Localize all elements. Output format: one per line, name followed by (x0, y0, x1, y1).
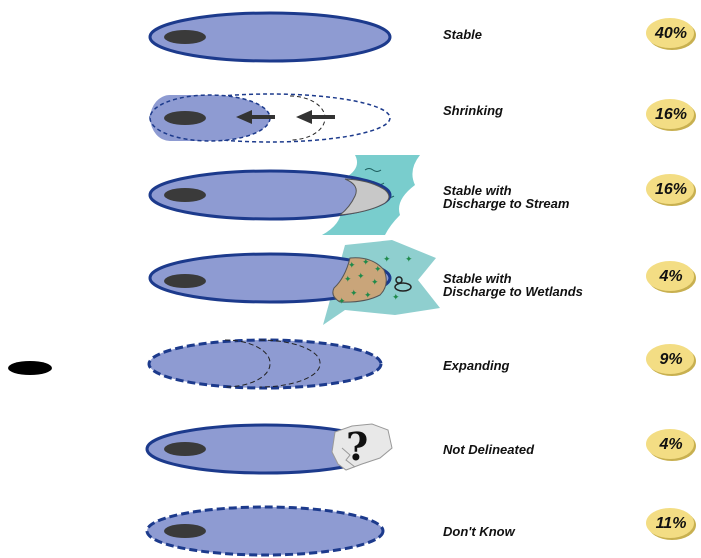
svg-text:✦: ✦ (374, 265, 382, 275)
source-icon (164, 442, 206, 456)
row-expanding-illustration (149, 340, 381, 388)
source-icon (164, 274, 206, 288)
row-stable-illustration (150, 13, 390, 61)
label-line: Discharge to Stream (443, 197, 633, 210)
percent-value: 11% (645, 506, 697, 542)
question-mark-icon: ? (346, 424, 368, 469)
row-not-delineated-illustration: ? (147, 424, 392, 473)
label-stable-stream: Stable with Discharge to Stream (443, 184, 633, 210)
svg-text:✦: ✦ (362, 258, 370, 268)
percent-value: 16% (645, 97, 697, 133)
plume-icon (149, 340, 381, 388)
svg-text:✦: ✦ (371, 278, 379, 288)
source-icon (164, 524, 206, 538)
svg-text:✦: ✦ (392, 293, 400, 303)
percent-badge: 16% (645, 97, 697, 133)
percent-value: 4% (645, 259, 697, 295)
row-dont-know-illustration (147, 507, 383, 555)
label-line: Discharge to Wetlands (443, 285, 633, 298)
percent-badge: 40% (645, 16, 697, 52)
svg-text:✦: ✦ (350, 289, 358, 299)
label-shrinking: Shrinking (443, 104, 633, 117)
percent-badge: 16% (645, 172, 697, 208)
percent-badge: 4% (645, 259, 697, 295)
label-expanding: Expanding (443, 359, 633, 372)
svg-text:✦: ✦ (348, 261, 356, 271)
svg-text:✦: ✦ (405, 255, 413, 265)
row-wetlands-illustration: ✦✦✦ ✦✦✦ ✦✦✦ ✦✦✦ (150, 240, 440, 325)
svg-text:✦: ✦ (357, 272, 365, 282)
svg-text:✦: ✦ (383, 255, 391, 265)
row-shrinking-illustration (150, 94, 390, 142)
percent-value: 9% (645, 342, 697, 378)
percent-badge: 4% (645, 427, 697, 463)
label-dont-know: Don't Know (443, 525, 633, 538)
label-not-delineated: Not Delineated (443, 443, 633, 456)
percent-badge: 11% (645, 506, 697, 542)
source-icon (164, 188, 206, 202)
label-stable: Stable (443, 28, 633, 41)
stray-mark (8, 361, 52, 375)
percent-value: 40% (645, 16, 697, 52)
row-stream-illustration (150, 155, 420, 235)
source-icon (164, 111, 206, 125)
percent-value: 4% (645, 427, 697, 463)
percent-badge: 9% (645, 342, 697, 378)
svg-text:✦: ✦ (344, 275, 352, 285)
svg-text:✦: ✦ (338, 297, 346, 307)
percent-value: 16% (645, 172, 697, 208)
svg-text:✦: ✦ (364, 291, 372, 301)
source-icon (164, 30, 206, 44)
label-stable-wetlands: Stable with Discharge to Wetlands (443, 272, 633, 298)
